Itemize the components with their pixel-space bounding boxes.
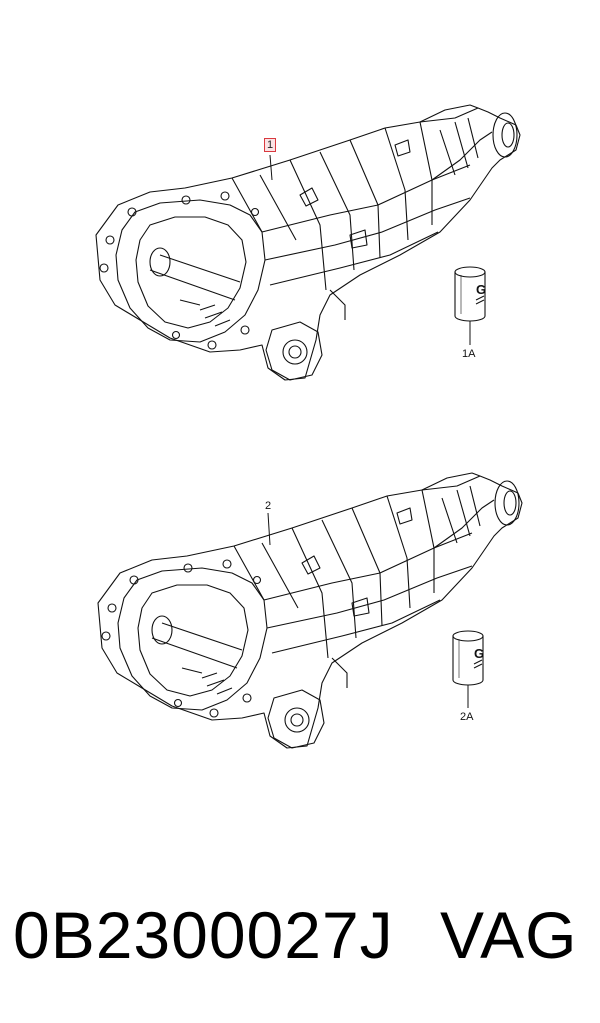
transmission-assembly-1 [95,104,521,381]
part-number: 0B2300027J [13,898,394,972]
leader-line-1 [269,154,273,181]
oil-can-icon [454,266,487,322]
callout-1a[interactable]: 1A [462,348,476,360]
callout-1[interactable]: 1 [264,138,277,152]
callout-2[interactable]: 2 [265,500,272,512]
callout-2a[interactable]: 2A [460,711,474,723]
footer: 0B2300027J VAG [0,895,600,985]
transmission-assembly-2 [97,472,523,749]
brand-name: VAG [440,898,578,972]
oil-can-icon [452,630,485,686]
leader-line-2 [267,512,271,546]
